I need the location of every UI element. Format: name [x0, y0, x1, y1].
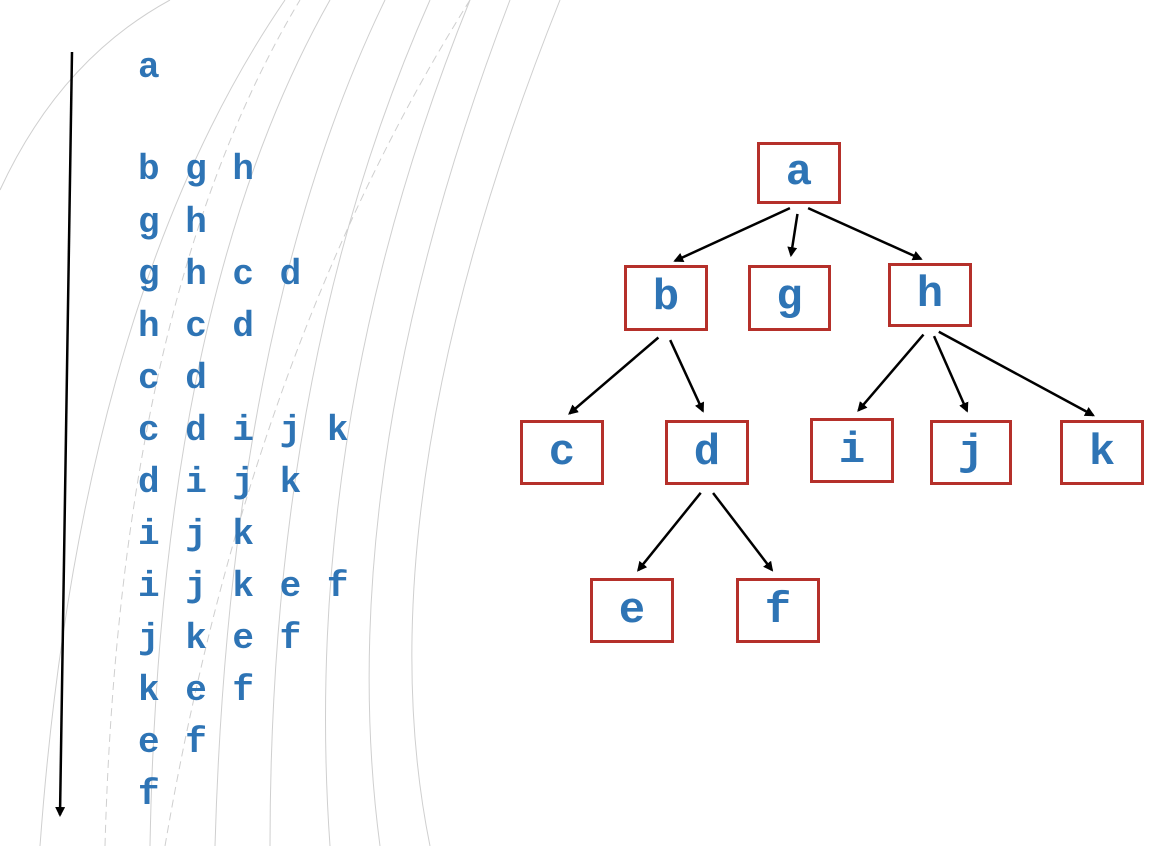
queue-line: c d	[138, 358, 209, 399]
edge-h-i	[857, 333, 925, 412]
edge-h-k	[938, 330, 1095, 417]
node-label: g	[776, 273, 803, 323]
tree-node-h: h	[888, 263, 972, 327]
edge-d-f	[712, 492, 774, 572]
node-label: b	[652, 273, 680, 323]
tree-node-g: g	[748, 265, 831, 331]
tree-edges	[568, 206, 1095, 572]
queue-line: k e f	[138, 670, 257, 711]
tree-node-k: k	[1060, 420, 1144, 485]
queue-line: e f	[138, 722, 209, 763]
edge-a-h	[807, 206, 923, 261]
edge-h-j	[932, 335, 969, 413]
time-arrow	[55, 51, 74, 817]
node-label: c	[548, 427, 576, 478]
queue-line: j k e f	[138, 618, 304, 659]
queue-line: b g h	[138, 149, 257, 190]
queue-line: h c d	[138, 306, 257, 347]
node-label: k	[1088, 427, 1116, 478]
edge-a-g	[787, 213, 799, 258]
queue-line: i j k e f	[138, 566, 351, 607]
queue-line: f	[138, 774, 162, 815]
edge-b-d	[669, 339, 705, 413]
tree-node-c: c	[520, 420, 604, 485]
tree-node-a: a	[757, 142, 841, 204]
queue-line: c d i j k	[138, 410, 351, 451]
tree-node-j: j	[930, 420, 1012, 485]
node-label: j	[957, 427, 985, 478]
node-label: a	[785, 148, 813, 198]
node-label: e	[618, 585, 646, 636]
node-label: h	[916, 270, 944, 320]
tree-node-e: e	[590, 578, 674, 643]
queue-line: g h	[138, 202, 209, 243]
tree-node-d: d	[665, 420, 749, 485]
edge-d-e	[637, 491, 702, 572]
queue-line: g h c d	[138, 254, 304, 295]
node-label: d	[693, 427, 721, 478]
node-label: f	[764, 585, 792, 636]
node-label: i	[838, 425, 866, 476]
edge-b-c	[568, 336, 660, 415]
queue-line: i j k	[138, 514, 257, 555]
queue-line: d i j k	[138, 462, 304, 503]
tree-node-i: i	[810, 418, 894, 483]
edge-a-b	[673, 207, 791, 263]
queue-line: a	[138, 47, 162, 88]
tree-node-b: b	[624, 265, 708, 331]
tree-node-f: f	[736, 578, 820, 643]
